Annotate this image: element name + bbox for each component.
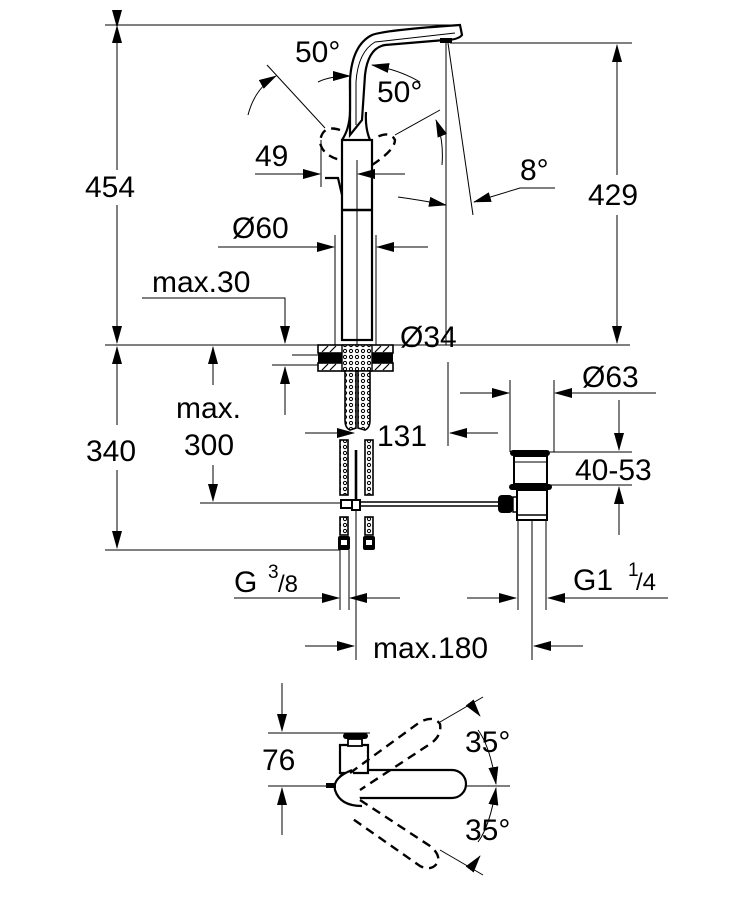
dimension-deck-thickness-lower: [272, 354, 318, 415]
dimension-lever-angle-front: 50°: [247, 36, 351, 129]
label-waste-thread-denominator: /4: [636, 569, 656, 596]
dimension-deck-thickness: max.30: [142, 266, 290, 344]
label-spout-height: 429: [588, 179, 638, 212]
dimension-max-distance: max.180: [305, 510, 583, 665]
label-waste-thread-prefix: G1: [573, 564, 613, 597]
lever-front-position: [318, 127, 341, 162]
waste-valve: [509, 450, 552, 660]
label-hose-thread-denominator: /8: [278, 571, 298, 598]
label-max-distance: max.180: [373, 632, 488, 665]
label-spout-reach: 131: [377, 420, 427, 453]
lever-back-position: [371, 133, 397, 167]
dimension-depth: 76: [262, 683, 370, 835]
dimension-waste-diameter: Ø63: [460, 361, 656, 452]
label-lever-angle-front: 50°: [295, 36, 340, 69]
label-body-diameter: Ø60: [232, 212, 289, 245]
label-lever-angle-back: 50°: [377, 76, 422, 109]
dimension-spout-height: 429: [450, 42, 638, 344]
dimension-spout-reach: 131: [305, 362, 498, 453]
dimension-hose-thread: G 3 /8: [234, 550, 400, 610]
label-lever-offset: 49: [255, 140, 288, 173]
label-base-diameter: Ø34: [400, 321, 457, 354]
label-waste-thread-numerator: 1: [628, 560, 639, 581]
label-below-deck-height: 340: [86, 435, 136, 468]
label-hose-thread-numerator: 3: [268, 562, 279, 583]
side-view: 454 50°: [85, 10, 638, 354]
label-max-rod-depth-line2: 300: [184, 429, 234, 462]
label-swivel-angle-up: 35°: [465, 726, 510, 759]
dimension-body-diameter: Ø60: [218, 212, 428, 345]
lever-position-up: [349, 717, 442, 792]
dimension-base-diameter: Ø34: [400, 321, 610, 354]
label-deck-thickness: max.30: [152, 266, 250, 299]
faucet-body: [318, 23, 464, 345]
dimension-max-rod-depth: max. 300: [176, 346, 340, 504]
lever-position-down: [349, 798, 440, 870]
label-hose-thread-prefix: G: [234, 566, 257, 599]
dimension-waste-thread: G1 1 /4: [467, 560, 668, 603]
dimension-overall-height: 454: [85, 10, 135, 344]
label-waste-diameter: Ø63: [582, 361, 639, 394]
label-swivel-angle-down: 35°: [465, 814, 510, 847]
label-max-rod-depth-line1: max.: [176, 392, 241, 425]
top-view: 76 35° 35°: [262, 683, 510, 876]
dimension-lever-angle-back: 50°: [371, 63, 447, 166]
dimension-spout-angle: 8°: [397, 42, 555, 345]
mounting-block: [317, 344, 394, 372]
installation-view: 340 max. 300 131 Ø63: [86, 344, 668, 665]
dimension-waste-height: 40-53: [550, 400, 652, 535]
dimension-below-deck-height: 340: [86, 346, 340, 551]
dimension-lever-offset: 49: [255, 140, 405, 187]
label-overall-height: 454: [85, 171, 135, 204]
dimension-swivel-angles: 35° 35°: [439, 696, 510, 876]
label-depth: 76: [262, 744, 295, 777]
label-waste-height: 40-53: [575, 454, 652, 487]
label-spout-angle: 8°: [520, 154, 549, 187]
